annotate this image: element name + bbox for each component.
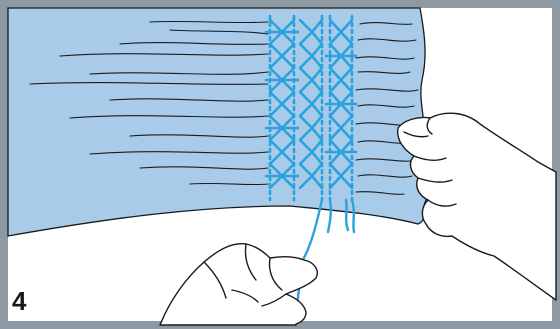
step-number-label: 4 — [12, 288, 26, 314]
fabric-swatch — [8, 8, 427, 236]
